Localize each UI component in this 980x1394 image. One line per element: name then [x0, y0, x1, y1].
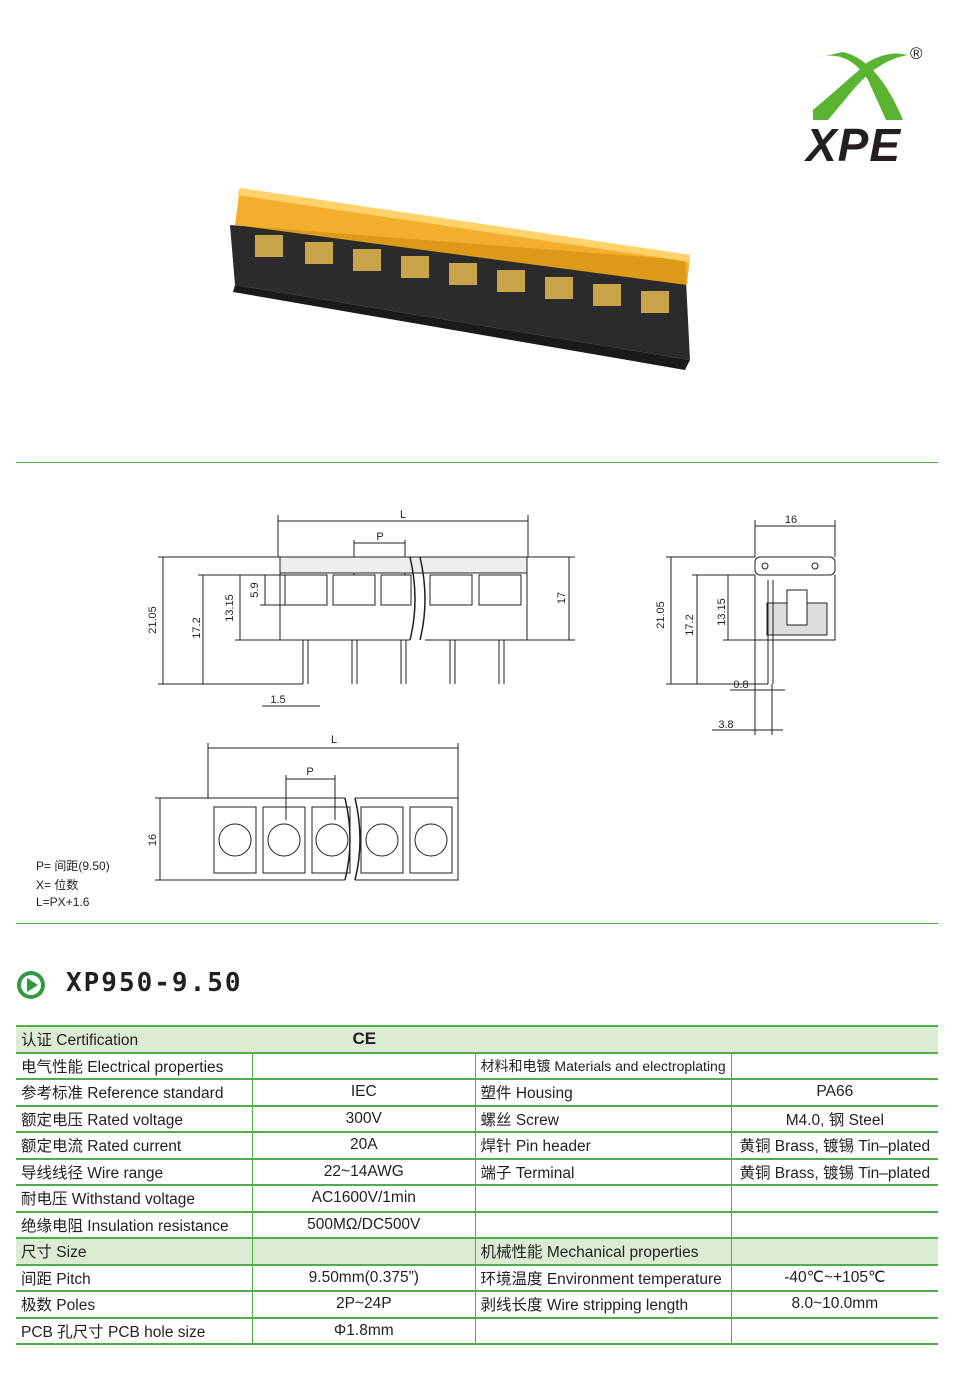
spec-label: 耐电压 Withstand voltage	[16, 1184, 253, 1213]
divider	[16, 462, 938, 463]
spec-value: PA66	[730, 1078, 938, 1107]
table-row: 认证 Certification CE	[16, 1025, 938, 1054]
spec-label	[474, 1184, 732, 1213]
xpe-logo-mark	[813, 52, 908, 120]
divider	[16, 923, 938, 924]
spec-label: 电气性能 Electrical properties	[16, 1051, 253, 1080]
ce-mark: CE	[252, 1025, 938, 1054]
spec-value: AC1600V/1min	[252, 1184, 476, 1213]
bottom-dim-P: P	[306, 766, 313, 778]
dim-total-height: 21.05	[147, 606, 159, 634]
spec-label: 尺寸 Size	[16, 1237, 253, 1266]
spec-label: 端子 Terminal	[474, 1157, 732, 1186]
spec-label: 绝缘电阻 Insulation resistance	[16, 1210, 253, 1239]
product-photo	[230, 188, 690, 370]
side-dim-pin-height: 17.2	[684, 614, 696, 635]
spec-value: 2P~24P	[252, 1290, 476, 1319]
note-length-formula: L=PX+1.6	[36, 895, 90, 909]
registered-mark: ®	[910, 44, 923, 63]
spec-label: 额定电流 Rated current	[16, 1131, 253, 1160]
certification-label: 认证 Certification	[16, 1025, 253, 1054]
spec-value	[730, 1184, 938, 1213]
bottom-dim-L: L	[331, 734, 337, 746]
spec-table: 认证 Certification CE 电气性能 Electrical prop…	[16, 1025, 938, 1345]
side-dim-pin-thickness: 0.8	[733, 679, 748, 691]
spec-label	[474, 1210, 732, 1239]
spec-label: 螺丝 Screw	[474, 1104, 732, 1133]
dim-L: L	[400, 509, 406, 521]
spec-value	[730, 1051, 938, 1080]
spec-value	[252, 1237, 476, 1266]
spec-value: 22~14AWG	[252, 1157, 476, 1186]
spec-value	[730, 1316, 938, 1345]
bottom-view: L P 16	[147, 734, 459, 881]
spec-label: 额定电压 Rated voltage	[16, 1104, 253, 1133]
dim-body-height: 13.15	[224, 594, 236, 622]
spec-value: 20A	[252, 1131, 476, 1160]
spec-label	[474, 1316, 732, 1345]
spec-label: 导线线径 Wire range	[16, 1157, 253, 1186]
spec-value: 黄铜 Brass, 镀锡 Tin–plated	[730, 1157, 938, 1186]
spec-label: 剥线长度 Wire stripping length	[474, 1290, 732, 1319]
spec-value	[252, 1051, 476, 1080]
spec-value: M4.0, 钢 Steel	[730, 1104, 938, 1133]
spec-value	[730, 1237, 938, 1266]
side-dim-pin-offset: 3.8	[718, 719, 733, 731]
spec-value: 8.0~10.0mm	[730, 1290, 938, 1319]
side-dim-width: 16	[785, 514, 797, 526]
dim-right-height: 17	[556, 592, 568, 604]
brand-logo-text: XPE	[806, 119, 902, 171]
technical-drawing: L P 21.05 17.2 13.15 5.9 17 1.5 16 21.05…	[147, 509, 836, 881]
spec-label: 极数 Poles	[16, 1290, 253, 1319]
spec-value: Φ1.8mm	[252, 1316, 476, 1345]
spec-label: 环境温度 Environment temperature	[474, 1263, 732, 1292]
spec-label: 塑件 Housing	[474, 1078, 732, 1107]
play-icon	[17, 971, 45, 999]
spec-value: 黄铜 Brass, 镀锡 Tin–plated	[730, 1131, 938, 1160]
table-row: 电气性能 Electrical properties 材料和电镀 Material…	[16, 1051, 938, 1080]
side-view: 16 21.05 17.2 13.15 0.8 3.8	[655, 514, 836, 735]
spec-label: 材料和电镀 Materials and electroplating	[474, 1051, 732, 1080]
table-row: 尺寸 Size 机械性能 Mechanical properties	[16, 1237, 938, 1266]
product-title: XP950-9.50	[66, 968, 243, 998]
spec-value: IEC	[252, 1078, 476, 1107]
front-view: L P 21.05 17.2 13.15 5.9 17 1.5	[147, 509, 575, 707]
note-pitch: P= 间距(9.50)	[36, 859, 110, 873]
spec-label: 机械性能 Mechanical properties	[474, 1237, 732, 1266]
side-dim-body-height: 13.15	[716, 598, 728, 626]
spec-value: 9.50mm(0.375”)	[252, 1263, 476, 1292]
dim-pin-width: 1.5	[270, 694, 285, 706]
bottom-dim-depth: 16	[147, 834, 159, 846]
dim-pin-height: 17.2	[191, 617, 203, 638]
spec-label: 焊针 Pin header	[474, 1131, 732, 1160]
spec-value: 500MΩ/DC500V	[252, 1210, 476, 1239]
side-dim-total-height: 21.05	[655, 601, 667, 629]
spec-value	[730, 1210, 938, 1239]
spec-label: PCB 孔尺寸 PCB hole size	[16, 1316, 253, 1345]
spec-label: 间距 Pitch	[16, 1263, 253, 1292]
spec-value: -40℃~+105℃	[730, 1263, 938, 1292]
dim-P: P	[376, 531, 383, 543]
spec-value: 300V	[252, 1104, 476, 1133]
spec-label: 参考标准 Reference standard	[16, 1078, 253, 1107]
dim-terminal-height: 5.9	[249, 582, 261, 597]
note-positions: X= 位数	[36, 878, 79, 892]
